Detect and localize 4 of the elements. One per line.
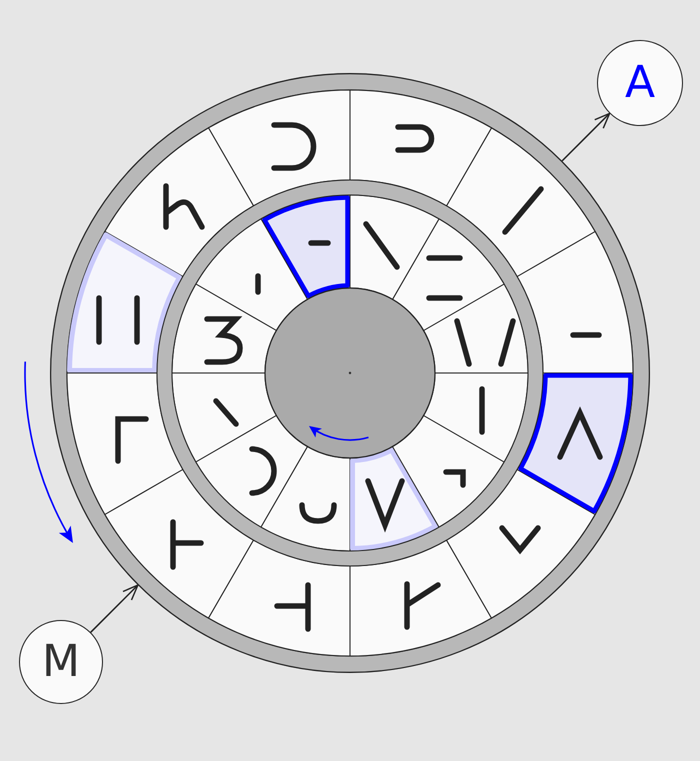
node-label: M bbox=[42, 640, 80, 684]
node-label: A bbox=[624, 61, 656, 105]
arrow bbox=[90, 584, 139, 633]
arrow bbox=[562, 112, 610, 162]
